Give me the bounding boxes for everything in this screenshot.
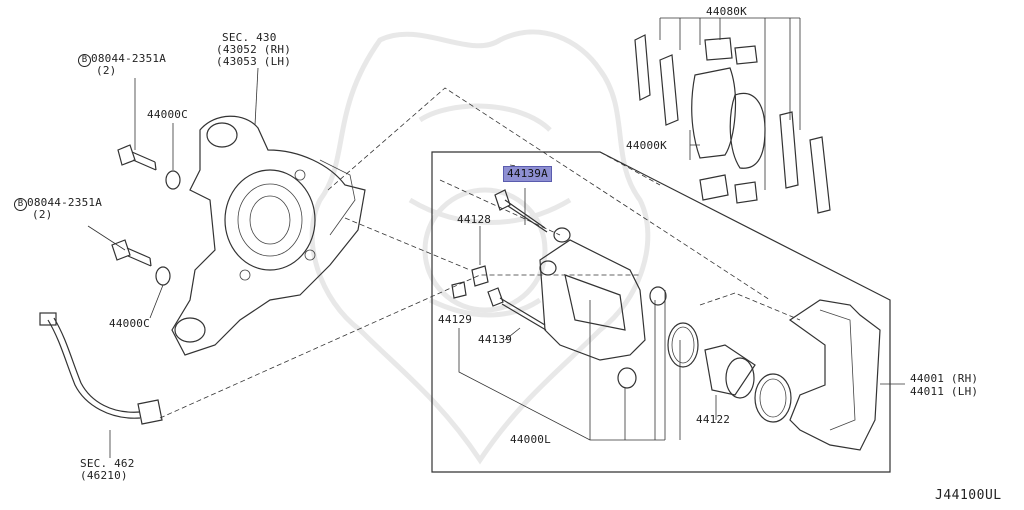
pad-kit	[634, 34, 831, 214]
caliper-bracket	[788, 299, 881, 451]
part-44128-label: 44128	[457, 213, 492, 226]
part-44001-label: 44001 (RH)	[910, 372, 979, 385]
piston-boot	[754, 373, 792, 423]
boot-small	[617, 367, 637, 389]
bolt-part-number-2: 08044-2351A	[27, 196, 103, 209]
diagram-code: J44100UL	[935, 488, 1002, 503]
bolt-qty-2: (2)	[32, 208, 53, 221]
part-44129-label: 44129	[438, 313, 473, 326]
part-44080k-label: 44080K	[706, 5, 747, 18]
b-circle-icon: B	[78, 54, 91, 67]
bolt-bottom	[111, 239, 152, 267]
piston-seal	[667, 322, 699, 368]
part-44139-label: 44139	[478, 333, 513, 346]
bolt-qty-1: (2)	[96, 64, 117, 77]
caliper-body	[539, 227, 667, 361]
knuckle-part	[171, 115, 366, 356]
b-circle-icon: B	[14, 198, 27, 211]
guide-pin-44139a	[494, 189, 548, 233]
bolt-top	[117, 144, 157, 171]
leader-lines	[87, 17, 905, 458]
piston-44122	[704, 344, 756, 399]
part-44139a-label[interactable]: 44139A	[503, 166, 552, 182]
part-44000c-bottom-label: 44000C	[109, 317, 150, 330]
assembly-box	[431, 151, 891, 473]
watermark-emblem	[309, 29, 651, 465]
sec462-label: SEC. 462	[80, 457, 135, 470]
part-46210-label: (46210)	[80, 469, 128, 482]
part-44000l-label: 44000L	[510, 433, 551, 446]
part-44000k-label: 44000K	[626, 139, 667, 152]
washer-bottom	[155, 266, 171, 286]
guide-pin-44139	[487, 287, 547, 331]
bolt-part-number-1: 08044-2351A	[91, 52, 167, 65]
brake-hose	[39, 312, 163, 425]
sec430-label: SEC. 430	[222, 31, 277, 44]
part-43053-label: (43053 (LH)	[216, 55, 292, 68]
part-44011-label: 44011 (LH)	[910, 385, 979, 398]
cap-44129	[451, 281, 467, 299]
part-43052-label: (43052 (RH)	[216, 43, 292, 56]
bleeder-44128	[471, 265, 489, 287]
part-44000c-top-label: 44000C	[147, 108, 188, 121]
part-44122-label: 44122	[696, 413, 731, 426]
washer-top	[165, 170, 181, 190]
